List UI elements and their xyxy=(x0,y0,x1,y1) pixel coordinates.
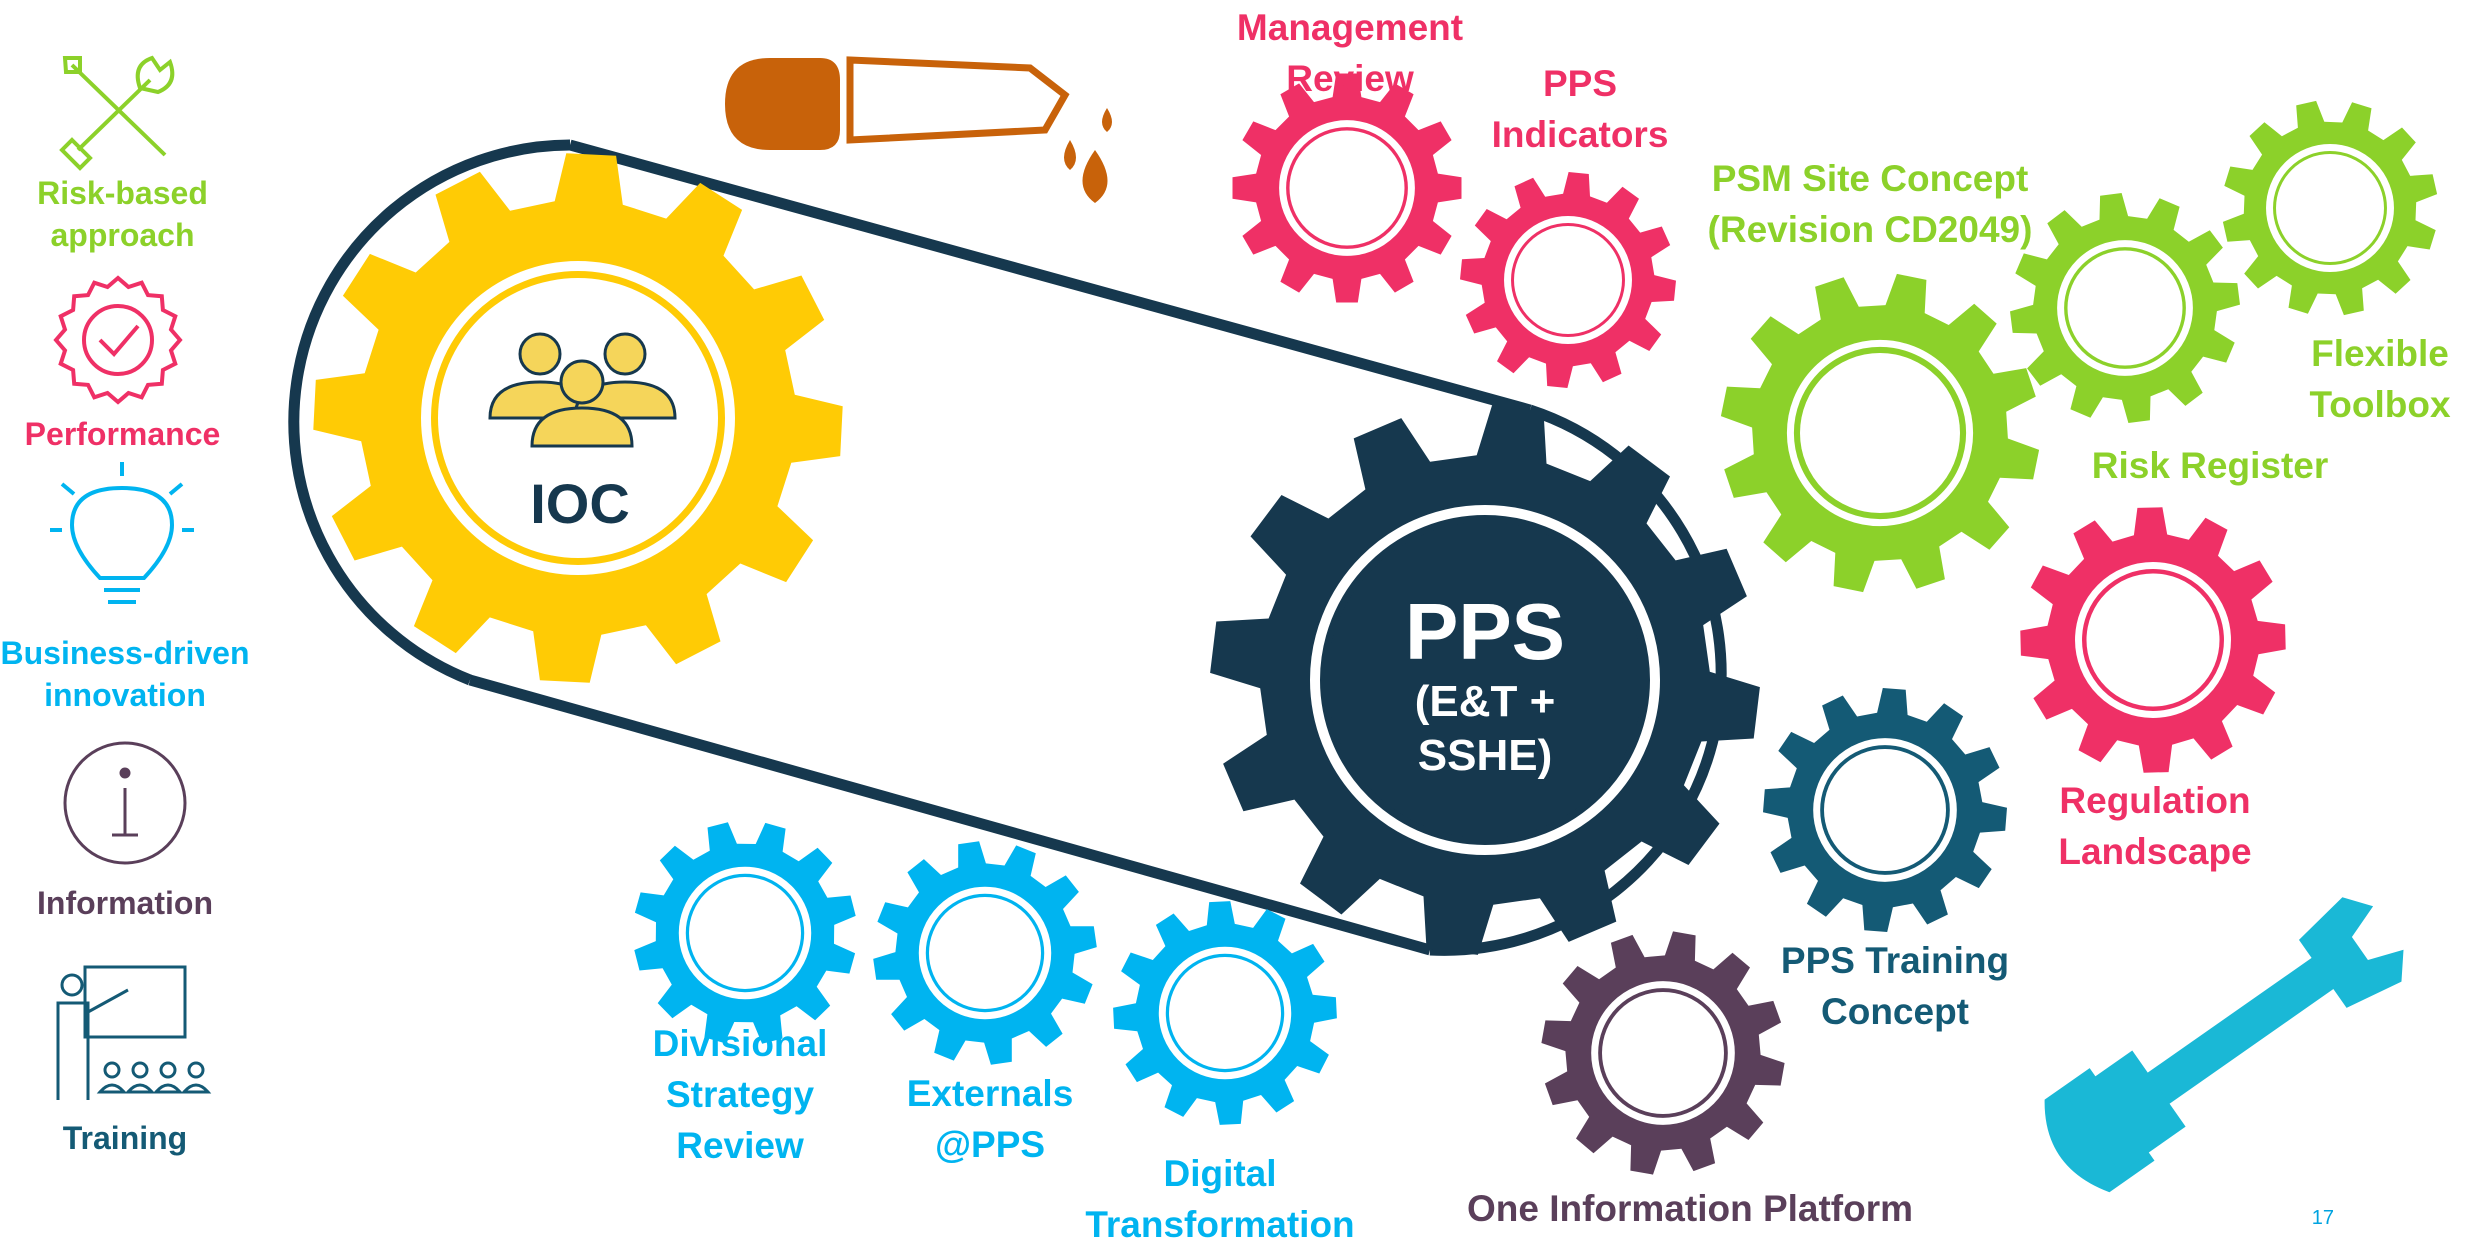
g5-hub xyxy=(2086,573,2220,707)
g3-hub xyxy=(2276,154,2384,262)
pps-title: PPS xyxy=(1404,587,1566,676)
g2-ring xyxy=(1786,339,1974,527)
belt-top xyxy=(568,139,1532,416)
gear-pps-training-concept xyxy=(1763,688,2007,932)
g2-hub xyxy=(1800,353,1960,513)
sidebar-label-innovation: Business-driven innovation xyxy=(0,635,250,713)
belt-left-arc xyxy=(288,139,571,686)
g7-ring xyxy=(1591,981,1735,1125)
gear-label-regulation-landscape: Regulation Landscape xyxy=(2058,780,2252,873)
gear-risk-register xyxy=(2010,193,2240,423)
gear-label-psm-site-concept: PSM Site Concept (Revision CD2049) xyxy=(1707,158,2033,251)
sidebar-label-training: Training xyxy=(62,1120,188,1156)
badge-check-icon xyxy=(53,275,183,405)
badge-outline xyxy=(53,275,183,405)
belt-bottom xyxy=(468,674,1432,956)
gear-externals-pps xyxy=(873,841,1097,1065)
presentation-icon xyxy=(56,965,212,1100)
gear-label-divisional-strategy-review: Divisional Strategy Review xyxy=(652,1023,828,1167)
gear-regulation-landscape xyxy=(2020,507,2286,773)
g1-ring xyxy=(1504,216,1632,344)
g8-ring xyxy=(678,866,812,1000)
gear-label-pps-training-concept: PPS Training Concept xyxy=(1780,940,2010,1033)
g4-hub xyxy=(2067,250,2183,366)
gear-label-externals-pps: Externals @PPS xyxy=(906,1073,1074,1166)
sidebar-label-risk-based: Risk-based approach xyxy=(37,175,208,253)
g10-hub xyxy=(1169,957,1281,1069)
wrench-icon xyxy=(2044,897,2404,1193)
gear-divisional-strategy-review xyxy=(634,822,856,1044)
lightbulb-icon xyxy=(50,462,194,604)
pipette-icon xyxy=(725,56,1112,203)
badge-check xyxy=(98,324,140,357)
ioc-label: IOC xyxy=(530,472,630,535)
gear-digital-transformation xyxy=(1113,901,1337,1125)
gIOC-ring xyxy=(421,261,735,575)
gear-psm-site-concept xyxy=(1720,273,2040,593)
gear-label-flexible-toolbox: Flexible Toolbox xyxy=(2309,333,2451,426)
g3-ring xyxy=(2266,144,2394,272)
gPPS-ring xyxy=(1310,505,1660,855)
gear-label-pps-indicators: PPS Indicators xyxy=(1491,63,1669,156)
g5-ring xyxy=(2075,562,2231,718)
tools-icon xyxy=(59,55,175,171)
gear-label-digital-transformation: Digital Transformation xyxy=(1085,1153,1355,1246)
g6-hub xyxy=(1824,749,1946,871)
g10-ring xyxy=(1158,946,1292,1080)
badge-inner-circle xyxy=(82,304,154,376)
gear-one-information-platform xyxy=(1541,931,1785,1175)
gear-label-risk-register: Risk Register xyxy=(2091,445,2329,486)
g9-hub xyxy=(929,897,1041,1009)
g0-ring xyxy=(1279,120,1415,256)
sidebar-label-performance: Performance xyxy=(24,416,221,452)
g7-hub xyxy=(1602,992,1724,1114)
gear-pps-indicators xyxy=(1460,172,1676,388)
g8-hub xyxy=(689,877,801,989)
gPPS-hub xyxy=(1327,522,1643,838)
pps-gear xyxy=(1210,405,1760,955)
gear-management-review xyxy=(1232,73,1462,303)
sidebar-label-information: Information xyxy=(37,885,213,921)
g1-hub xyxy=(1514,226,1622,334)
info-icon xyxy=(63,741,187,865)
gear-label-one-information-platform: One Information Platform xyxy=(1466,1188,1914,1229)
g9-ring xyxy=(918,886,1052,1020)
people-icon xyxy=(488,332,677,448)
g0-hub xyxy=(1289,130,1405,246)
g4-ring xyxy=(2057,240,2193,376)
g6-ring xyxy=(1813,738,1957,882)
pps-subtitle: (E&T + SSHE) xyxy=(1414,677,1556,780)
gear-label-management-review: Management Review xyxy=(1236,7,1464,100)
page-number: 17 xyxy=(2311,1207,2334,1229)
gear-flexible-toolbox xyxy=(2222,100,2438,316)
